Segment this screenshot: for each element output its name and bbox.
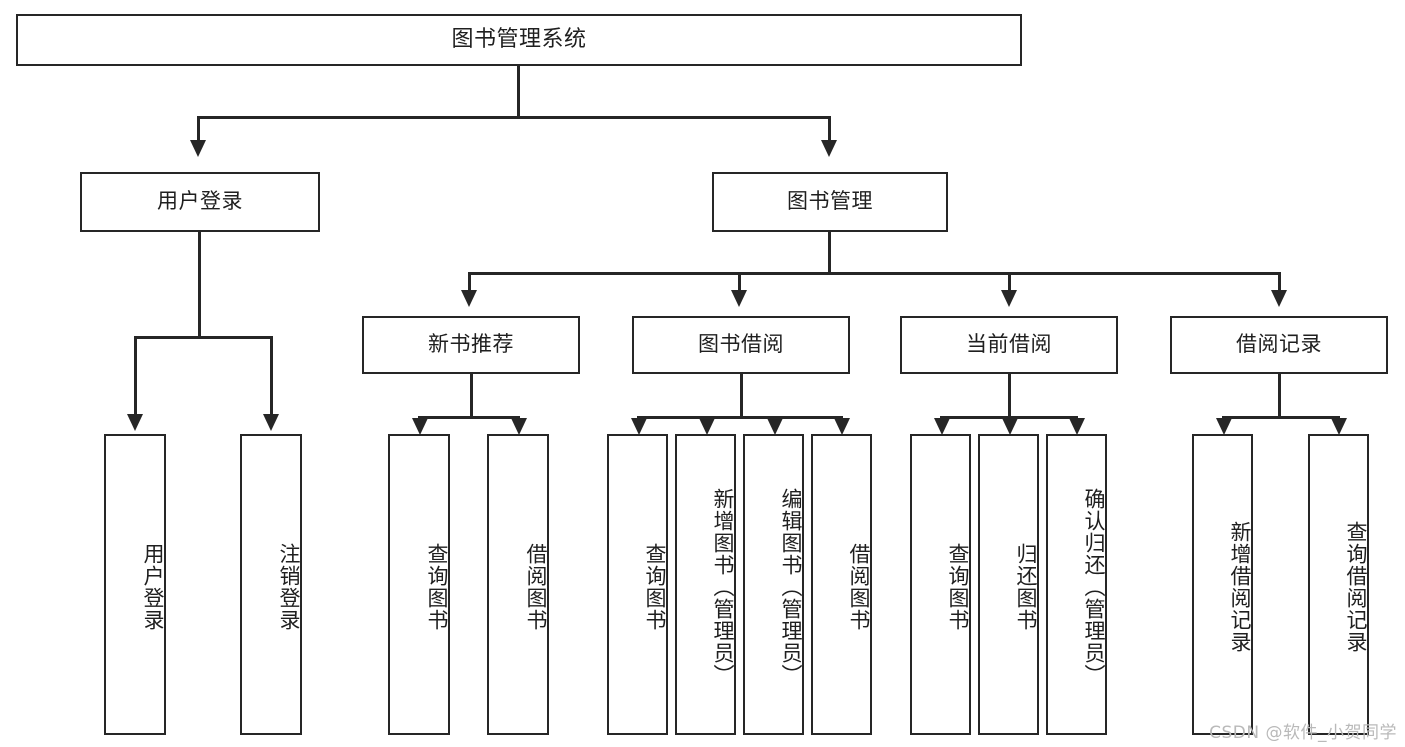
node-leaf-add-borrow-record-label: 新增借阅记录: [1228, 520, 1252, 653]
node-leaf-query-book-2-label: 查询图书: [643, 542, 667, 631]
connector-root-bus: [197, 116, 831, 119]
node-user-login[interactable]: 用户登录: [80, 172, 320, 232]
arrow-bm-to-current-borrow: [1001, 290, 1017, 307]
node-leaf-query-borrow-record[interactable]: 查询借阅记录: [1308, 434, 1369, 735]
arrow-bm-to-book-borrow: [731, 290, 747, 307]
node-leaf-borrow-book-1[interactable]: 借阅图书: [487, 434, 549, 735]
node-leaf-edit-book-admin-label: 编辑图书（管理员）: [779, 487, 803, 686]
node-new-book-recommend[interactable]: 新书推荐: [362, 316, 580, 374]
node-leaf-return-book[interactable]: 归还图书: [978, 434, 1039, 735]
connector-br-stem: [1278, 374, 1281, 418]
arrow-nbr-right: [511, 418, 527, 435]
connector-bm-to-borrow-record: [1278, 272, 1281, 294]
connector-root-to-book-management: [828, 116, 831, 144]
connector-user-login-bus: [134, 336, 273, 339]
arrow-root-to-user-login: [190, 140, 206, 157]
arrow-root-to-book-management: [821, 140, 837, 157]
node-leaf-confirm-return-admin-label: 确认归还（管理员）: [1082, 487, 1106, 686]
connector-nbr-stem: [470, 374, 473, 418]
arrow-bm-to-borrow-record: [1271, 290, 1287, 307]
node-current-borrow-label: 当前借阅: [966, 332, 1052, 357]
arrow-br-left: [1216, 418, 1232, 435]
node-leaf-add-book-admin-label: 新增图书（管理员）: [711, 487, 735, 686]
node-leaf-add-book-admin[interactable]: 新增图书（管理员）: [675, 434, 736, 735]
node-leaf-query-borrow-record-label: 查询借阅记录: [1344, 520, 1368, 653]
connector-user-login-left: [134, 336, 137, 418]
node-leaf-edit-book-admin[interactable]: 编辑图书（管理员）: [743, 434, 804, 735]
connector-root-to-user-login: [197, 116, 200, 144]
node-root-label: 图书管理系统: [451, 26, 587, 52]
arrow-nbr-left: [412, 418, 428, 435]
connector-user-login-stem: [198, 232, 201, 338]
arrow-bm-to-new-book: [461, 290, 477, 307]
node-leaf-user-login[interactable]: 用户登录: [104, 434, 166, 735]
node-leaf-logout-login[interactable]: 注销登录: [240, 434, 302, 735]
connector-bb-bus: [637, 416, 843, 419]
arrow-bb-3: [767, 418, 783, 435]
node-leaf-logout-login-label: 注销登录: [277, 542, 301, 631]
connector-br-bus: [1222, 416, 1340, 419]
arrow-cb-2: [1002, 418, 1018, 435]
arrow-br-right: [1331, 418, 1347, 435]
node-book-management[interactable]: 图书管理: [712, 172, 948, 232]
node-user-login-label: 用户登录: [157, 189, 243, 214]
arrow-user-login-right: [263, 414, 279, 431]
connector-bm-to-current-borrow: [1008, 272, 1011, 294]
node-leaf-borrow-book-2[interactable]: 借阅图书: [811, 434, 872, 735]
node-leaf-query-book-3-label: 查询图书: [946, 542, 970, 631]
watermark: CSDN @软件_小贺同学: [1209, 723, 1397, 743]
connector-user-login-right: [270, 336, 273, 418]
node-leaf-user-login-label: 用户登录: [141, 542, 165, 631]
node-leaf-query-book-2[interactable]: 查询图书: [607, 434, 668, 735]
node-leaf-confirm-return-admin[interactable]: 确认归还（管理员）: [1046, 434, 1107, 735]
node-leaf-borrow-book-1-label: 借阅图书: [524, 542, 548, 631]
connector-book-management-stem: [828, 232, 831, 274]
node-leaf-query-book-3[interactable]: 查询图书: [910, 434, 971, 735]
node-leaf-return-book-label: 归还图书: [1014, 542, 1038, 631]
node-new-book-recommend-label: 新书推荐: [428, 332, 514, 357]
node-current-borrow[interactable]: 当前借阅: [900, 316, 1118, 374]
connector-nbr-bus: [418, 416, 520, 419]
connector-bm-to-new-book: [468, 272, 471, 294]
node-book-management-label: 图书管理: [787, 189, 873, 214]
node-leaf-query-book-1[interactable]: 查询图书: [388, 434, 450, 735]
node-leaf-borrow-book-2-label: 借阅图书: [847, 542, 871, 631]
arrow-bb-1: [631, 418, 647, 435]
connector-book-management-bus: [468, 272, 1281, 275]
node-book-borrow-label: 图书借阅: [698, 332, 784, 357]
node-leaf-query-book-1-label: 查询图书: [425, 542, 449, 631]
node-root-system[interactable]: 图书管理系统: [16, 14, 1022, 66]
arrow-bb-2: [699, 418, 715, 435]
connector-bb-stem: [740, 374, 743, 418]
connector-bm-to-book-borrow: [738, 272, 741, 294]
node-book-borrow[interactable]: 图书借阅: [632, 316, 850, 374]
connector-root-stem: [517, 66, 520, 118]
arrow-cb-3: [1069, 418, 1085, 435]
arrow-cb-1: [934, 418, 950, 435]
node-borrow-record[interactable]: 借阅记录: [1170, 316, 1388, 374]
arrow-bb-4: [834, 418, 850, 435]
connector-cb-stem: [1008, 374, 1011, 418]
node-borrow-record-label: 借阅记录: [1236, 332, 1322, 357]
arrow-user-login-left: [127, 414, 143, 431]
node-leaf-add-borrow-record[interactable]: 新增借阅记录: [1192, 434, 1253, 735]
